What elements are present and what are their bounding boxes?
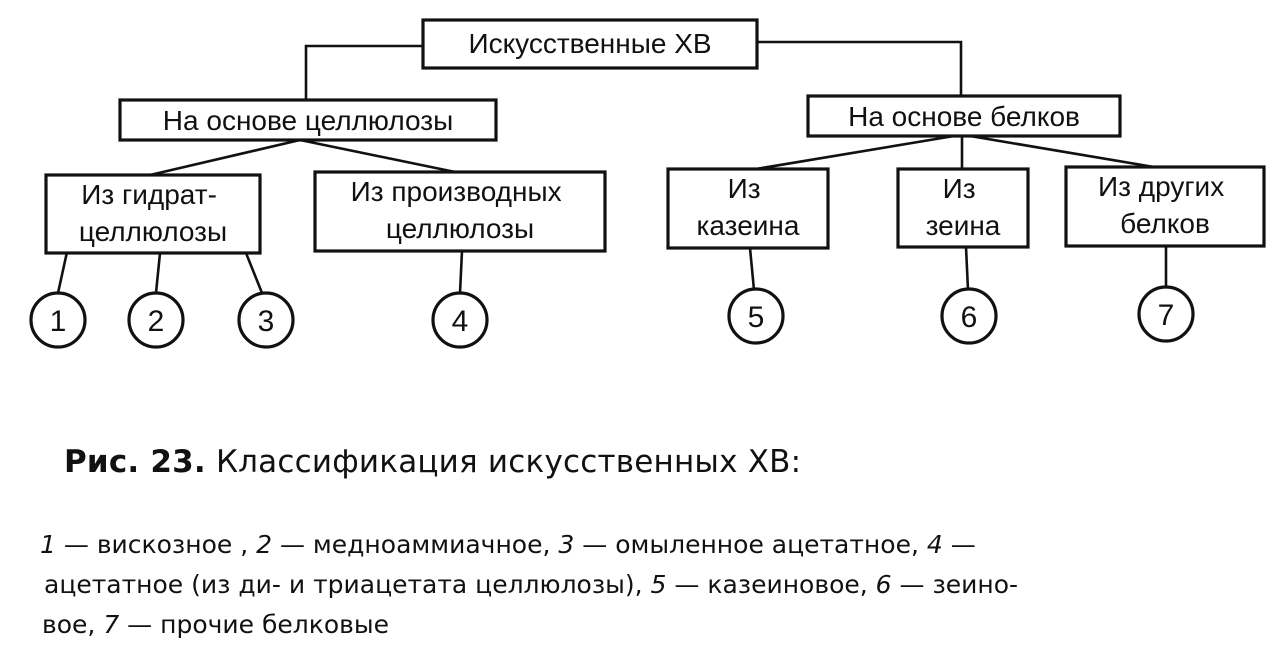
edge-proteins-other <box>962 133 1162 170</box>
legend-number: 6 <box>875 570 892 599</box>
legend-sep: , <box>910 530 927 559</box>
legend-sep: , <box>634 570 651 599</box>
legend-number: 1 <box>40 530 56 559</box>
node-proteins: На основе белков <box>806 94 1122 138</box>
edge-cellulose-derivatives <box>298 138 462 175</box>
figure-title: Классификация искусственных ХВ: <box>205 444 802 480</box>
legend-dash: — <box>942 530 976 559</box>
node-root-label: Искусственные ХВ <box>468 28 711 59</box>
node-cellulose: На основе целлюлозы <box>118 98 498 142</box>
legend-dash: — <box>666 570 708 599</box>
legend-number: 4 <box>926 530 943 559</box>
edge-hydrate-1 <box>56 250 69 295</box>
edge-root-cellulose <box>304 44 425 102</box>
fiber-circle-6: 6 <box>940 287 998 345</box>
fiber-circle-3-number: 3 <box>258 305 275 338</box>
legend-item-1: вискозное <box>96 530 233 559</box>
edge-casein-5 <box>748 246 756 292</box>
legend-number: 7 <box>103 610 120 639</box>
edge-derivatives-4 <box>458 249 464 295</box>
legend-line-1: 1 — вискозное , 2 — медноаммиачное, 3 — … <box>40 525 1250 565</box>
legend-item-2: медноаммиачное <box>312 530 543 559</box>
fiber-circle-5-number: 5 <box>748 301 765 334</box>
legend-number: 5 <box>650 570 667 599</box>
legend-item-4: ацетатное (из ди- и триацетата целлюлозы… <box>44 570 635 599</box>
legend-line-3: вое, 7 — прочие белковые <box>40 605 1250 645</box>
legend-item-3: омыленное ацетатное <box>615 530 911 559</box>
legend-sep: , <box>87 610 104 639</box>
legend-item-7: прочие белковые <box>160 610 390 639</box>
legend-line-2: ацетатное (из ди- и триацетата целлюлозы… <box>40 565 1250 605</box>
fiber-circle-7-number: 7 <box>1158 299 1175 332</box>
fiber-circle-4: 4 <box>431 291 489 349</box>
node-other-label: Из других белков <box>1098 171 1232 239</box>
legend-item-6-part-1: зеино- <box>932 570 1019 599</box>
legend-number: 2 <box>256 530 272 559</box>
legend-number: 3 <box>558 530 575 559</box>
fiber-circle-1: 1 <box>29 291 87 349</box>
legend-sep: , <box>542 530 559 559</box>
node-casein-label: Из казеина <box>697 173 800 241</box>
legend-dash: — <box>891 570 933 599</box>
edge-root-proteins <box>755 40 963 98</box>
fiber-circle-1-number: 1 <box>50 305 67 338</box>
fiber-circle-2-number: 2 <box>148 305 165 338</box>
edge-cellulose-hydrate <box>148 138 302 177</box>
figure-caption-title: Рис. 23. Классификация искусственных ХВ: <box>64 444 801 480</box>
legend-dash: — <box>574 530 616 559</box>
legend-dash: — <box>272 530 313 559</box>
node-derivatives: Из производных целлюлозы <box>313 170 607 253</box>
fiber-circle-3: 3 <box>237 291 295 349</box>
legend-dash: — <box>55 530 97 559</box>
edge-zein-6 <box>964 245 970 292</box>
figure-legend: 1 — вискозное , 2 — медноаммиачное, 3 — … <box>40 525 1250 645</box>
fiber-circle-5: 5 <box>727 287 785 345</box>
node-derivatives-label: Из производных целлюлозы <box>351 176 570 244</box>
edge-hydrate-2 <box>154 251 162 295</box>
node-proteins-label: На основе белков <box>848 101 1080 132</box>
connectors <box>56 40 1168 295</box>
node-cellulose-label: На основе целлюлозы <box>163 105 453 136</box>
legend-sep: , <box>859 570 876 599</box>
node-root: Искусственные ХВ <box>421 18 759 70</box>
figure-number: Рис. 23. <box>64 444 206 480</box>
fiber-circle-7: 7 <box>1137 285 1195 343</box>
node-hydrate: Из гидрат- целлюлозы <box>44 173 262 255</box>
legend-sep: , <box>232 530 257 559</box>
legend-dash: — <box>119 610 161 639</box>
fiber-circle-4-number: 4 <box>452 305 469 338</box>
node-other: Из других белков <box>1064 165 1266 248</box>
classification-diagram: Искусственные ХВ На основе целлюлозы На … <box>29 18 1266 349</box>
fiber-circle-2: 2 <box>127 291 185 349</box>
legend-item-5: казеиновое <box>707 570 860 599</box>
node-hydrate-label: Из гидрат- целлюлозы <box>79 179 227 247</box>
edge-hydrate-3 <box>244 251 264 295</box>
legend-item-6-part-2: вое <box>42 610 88 639</box>
node-zein-label: Из зеина <box>926 173 1001 241</box>
edge-proteins-casein <box>748 133 962 172</box>
node-zein: Из зеина <box>896 167 1030 249</box>
fiber-circle-6-number: 6 <box>961 301 978 334</box>
node-casein: Из казеина <box>666 167 830 250</box>
